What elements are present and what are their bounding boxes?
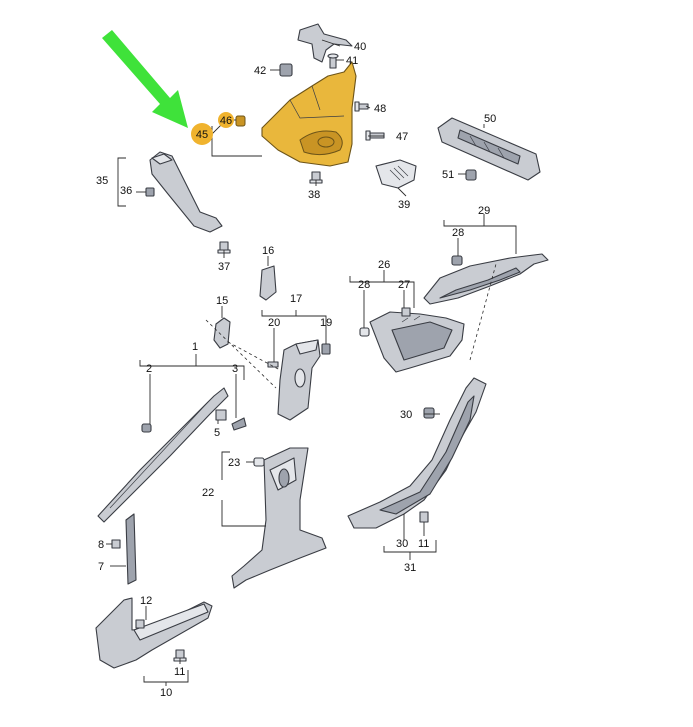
green-pointer-arrow (102, 30, 188, 128)
label-5: 5 (214, 427, 220, 439)
part-41-bolt (327, 53, 339, 69)
label-19: 19 (320, 317, 332, 329)
label-30-upper: 30 (400, 409, 412, 421)
label-10: 10 (160, 687, 172, 699)
part-17-pillar-trim (277, 339, 321, 421)
label-8: 8 (98, 539, 104, 551)
label-7: 7 (98, 561, 104, 573)
part-46-clip (235, 115, 246, 127)
part-42-clip (279, 63, 293, 77)
label-20: 20 (268, 317, 280, 329)
part-5-screw (215, 409, 227, 421)
label-41: 41 (346, 55, 358, 67)
label-11-right: 11 (418, 538, 429, 550)
label-16: 16 (262, 245, 274, 257)
label-23: 23 (228, 457, 240, 469)
badge-45-label: 45 (196, 129, 208, 141)
label-37: 37 (218, 261, 230, 273)
label-39: 39 (398, 199, 410, 211)
part-3-pad (231, 417, 247, 431)
part-27-screw (401, 307, 411, 317)
part-20-screw (267, 361, 279, 368)
part-40-bracket (297, 23, 353, 63)
leader-lines (106, 39, 517, 686)
label-15: 15 (216, 295, 228, 307)
label-31: 31 (404, 562, 416, 574)
label-26: 26 (378, 259, 390, 271)
label-28-lower: 28 (358, 279, 370, 291)
label-17: 17 (290, 293, 302, 305)
part-28-clip-upper (451, 255, 463, 266)
part-28-clip-lower (359, 327, 370, 337)
label-3: 3 (232, 363, 238, 375)
part-50-grille-panel (437, 117, 541, 181)
label-47: 47 (396, 131, 408, 143)
label-42: 42 (254, 65, 266, 77)
part-26-side-panel (369, 311, 465, 373)
part-19-clip (321, 343, 331, 355)
part-51-clip (465, 169, 477, 181)
label-35: 35 (96, 175, 108, 187)
part-8-clip (111, 539, 121, 549)
part-1-long-trim (97, 387, 229, 523)
label-2: 2 (146, 363, 152, 375)
part-11-clip-right (419, 511, 429, 523)
label-51: 51 (442, 169, 454, 181)
label-12: 12 (140, 595, 152, 607)
part-2-clip (141, 423, 152, 433)
part-35-trim (149, 151, 223, 233)
badge-46-label: 46 (220, 115, 232, 127)
part-16-bracket (259, 265, 277, 301)
part-45-trim-panel (261, 61, 357, 167)
label-36: 36 (120, 185, 132, 197)
part-22-lower-pillar (231, 447, 327, 589)
label-27: 27 (398, 279, 410, 291)
part-23-clip (253, 457, 265, 467)
part-36-clip (145, 187, 155, 197)
part-10-sill-trim (95, 597, 213, 669)
part-12-screw (135, 619, 145, 629)
label-11-left: 11 (174, 666, 185, 678)
part-7-strip (125, 513, 137, 585)
label-40: 40 (354, 41, 366, 53)
part-45-badge[interactable]: 45 46 (191, 112, 234, 145)
label-28-upper: 28 (452, 227, 464, 239)
label-29: 29 (478, 205, 490, 217)
part-29-rear-trim (423, 253, 549, 305)
part-47-screw (365, 130, 385, 141)
part-15-bracket (213, 317, 231, 349)
label-48: 48 (374, 103, 386, 115)
part-39-cover (375, 159, 417, 189)
part-labels: 40 41 42 48 47 50 51 35 36 38 39 29 28 3… (96, 41, 496, 699)
label-1: 1 (192, 341, 198, 353)
label-22: 22 (202, 487, 214, 499)
part-31-rear-sill (347, 377, 487, 529)
label-30-lower: 30 (396, 538, 408, 550)
label-38: 38 (308, 189, 320, 201)
part-30-clip-upper (423, 407, 435, 419)
label-50: 50 (484, 113, 496, 125)
